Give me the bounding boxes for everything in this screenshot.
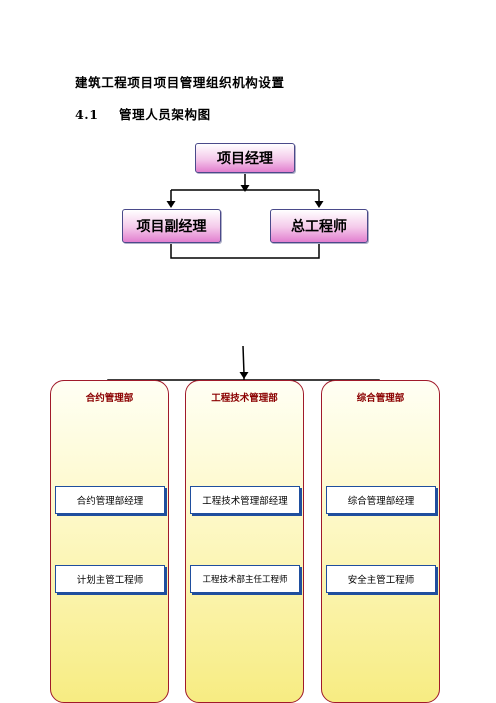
role-box: 工程技术部主任工程师 — [190, 565, 300, 593]
section-heading: 4.1 管理人员架构图 — [75, 104, 211, 123]
department-contract: 合约管理部 合约管理部经理 计划主管工程师 — [50, 380, 169, 703]
role-box: 计划主管工程师 — [55, 565, 165, 593]
department-engineering: 工程技术管理部 工程技术管理部经理 工程技术部主任工程师 — [185, 380, 304, 703]
department-title: 综合管理部 — [356, 393, 405, 404]
deputy-manager-box: 项目副经理 — [122, 209, 221, 243]
connector-bottom-bracket — [170, 243, 320, 259]
connector-dept-drop — [242, 345, 245, 375]
chief-engineer-box: 总工程师 — [270, 209, 368, 243]
arrowhead-top — [240, 185, 250, 192]
section-title: 管理人员架构图 — [119, 107, 211, 122]
arrowhead-chief — [314, 201, 324, 208]
project-manager-box: 项目经理 — [195, 143, 295, 173]
arrowhead-dept — [239, 372, 249, 379]
arrowhead-deputy — [166, 201, 176, 208]
role-box: 合约管理部经理 — [55, 486, 165, 514]
department-title: 合约管理部 — [85, 393, 134, 404]
section-number: 4.1 — [75, 107, 99, 122]
department-general: 综合管理部 综合管理部经理 安全主管工程师 — [321, 380, 440, 703]
role-box: 综合管理部经理 — [326, 486, 436, 514]
document-title: 建筑工程项目项目管理组织机构设置 — [75, 75, 285, 90]
role-box: 工程技术管理部经理 — [190, 486, 300, 514]
department-title: 工程技术管理部 — [211, 393, 278, 404]
role-box: 安全主管工程师 — [326, 565, 436, 593]
